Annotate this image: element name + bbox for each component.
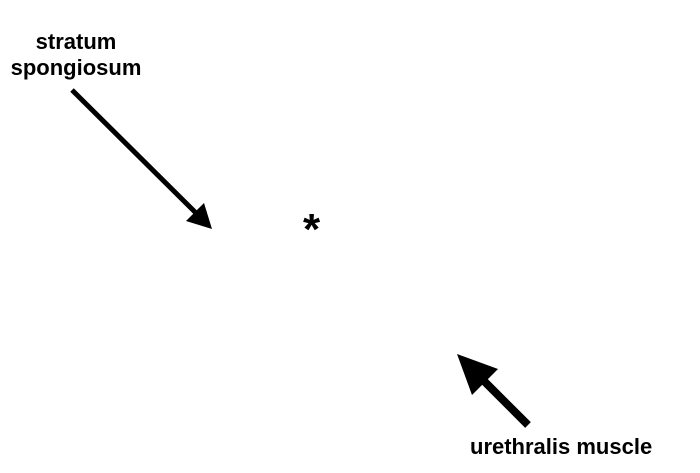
arrow-top-head: [186, 203, 212, 229]
urethralis-muscle-label: urethralis muscle: [470, 434, 653, 459]
arrow-top-shaft: [70, 88, 198, 215]
stratum-spongiosum-label-line1: stratum: [35, 29, 117, 54]
arrow-to-stratum-spongiosum: [70, 88, 212, 229]
stratum-spongiosum-label-line2: spongiosum: [10, 55, 142, 80]
arrow-to-urethralis-muscle: [457, 354, 531, 428]
arrow-bottom-head: [457, 354, 498, 395]
asterisk-marker: *: [303, 205, 321, 254]
stratum-spongiosum-label: stratum spongiosum: [0, 29, 152, 81]
arrow-bottom-shaft: [475, 372, 531, 428]
